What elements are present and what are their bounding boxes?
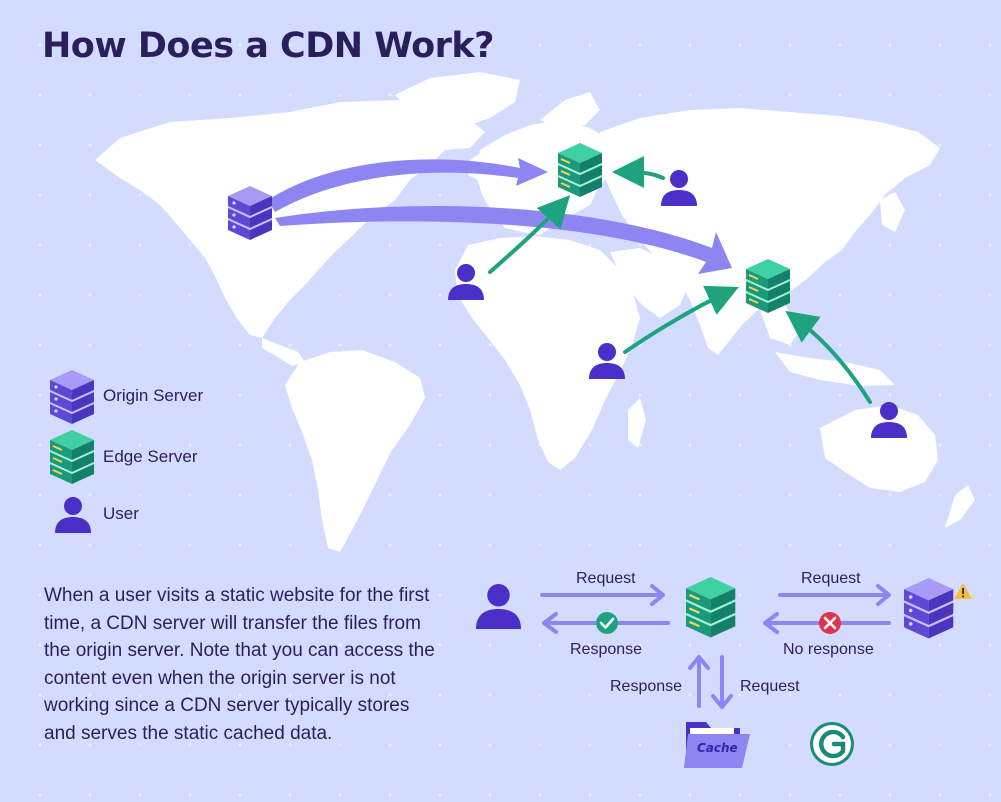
origin-transfer-arrows [268, 158, 732, 274]
legend-edge-server-icon [49, 429, 95, 485]
legend-edge-label: Edge Server [103, 447, 198, 466]
flow-request-down-label: Request [740, 678, 800, 695]
flow-request-left-label: Request [576, 570, 636, 587]
edge-request-arrows [488, 156, 872, 404]
warning-icon [954, 583, 972, 599]
g-logo-icon [810, 722, 854, 766]
flow-diagram [476, 575, 972, 768]
page-title: How Does a CDN Work? [42, 26, 494, 66]
cache-label: Cache [697, 741, 738, 755]
flow-response-down-label: Response [610, 678, 683, 695]
flow-origin-server-icon [904, 578, 954, 639]
legend-origin-label: Origin Server [103, 386, 204, 405]
description-text: When a user visits a static website for … [44, 585, 435, 744]
cache-folder-icon [684, 722, 750, 768]
legend-user-label: User [103, 504, 139, 523]
world-map [95, 72, 975, 552]
flow-user-icon [476, 584, 521, 629]
edge-server-europe-icon [557, 142, 603, 198]
flow-response-left-label: Response [570, 641, 643, 658]
flow-request-right-label: Request [801, 570, 861, 587]
success-check-icon [596, 612, 618, 634]
legend-origin-server-icon [50, 370, 94, 424]
edge-server-asia-icon [745, 258, 791, 314]
flow-edge-server-icon [684, 575, 737, 639]
legend-user-icon [55, 497, 91, 533]
flow-no-response-label: No response [783, 641, 874, 658]
error-x-icon [819, 612, 841, 634]
origin-server-icon [228, 186, 272, 240]
